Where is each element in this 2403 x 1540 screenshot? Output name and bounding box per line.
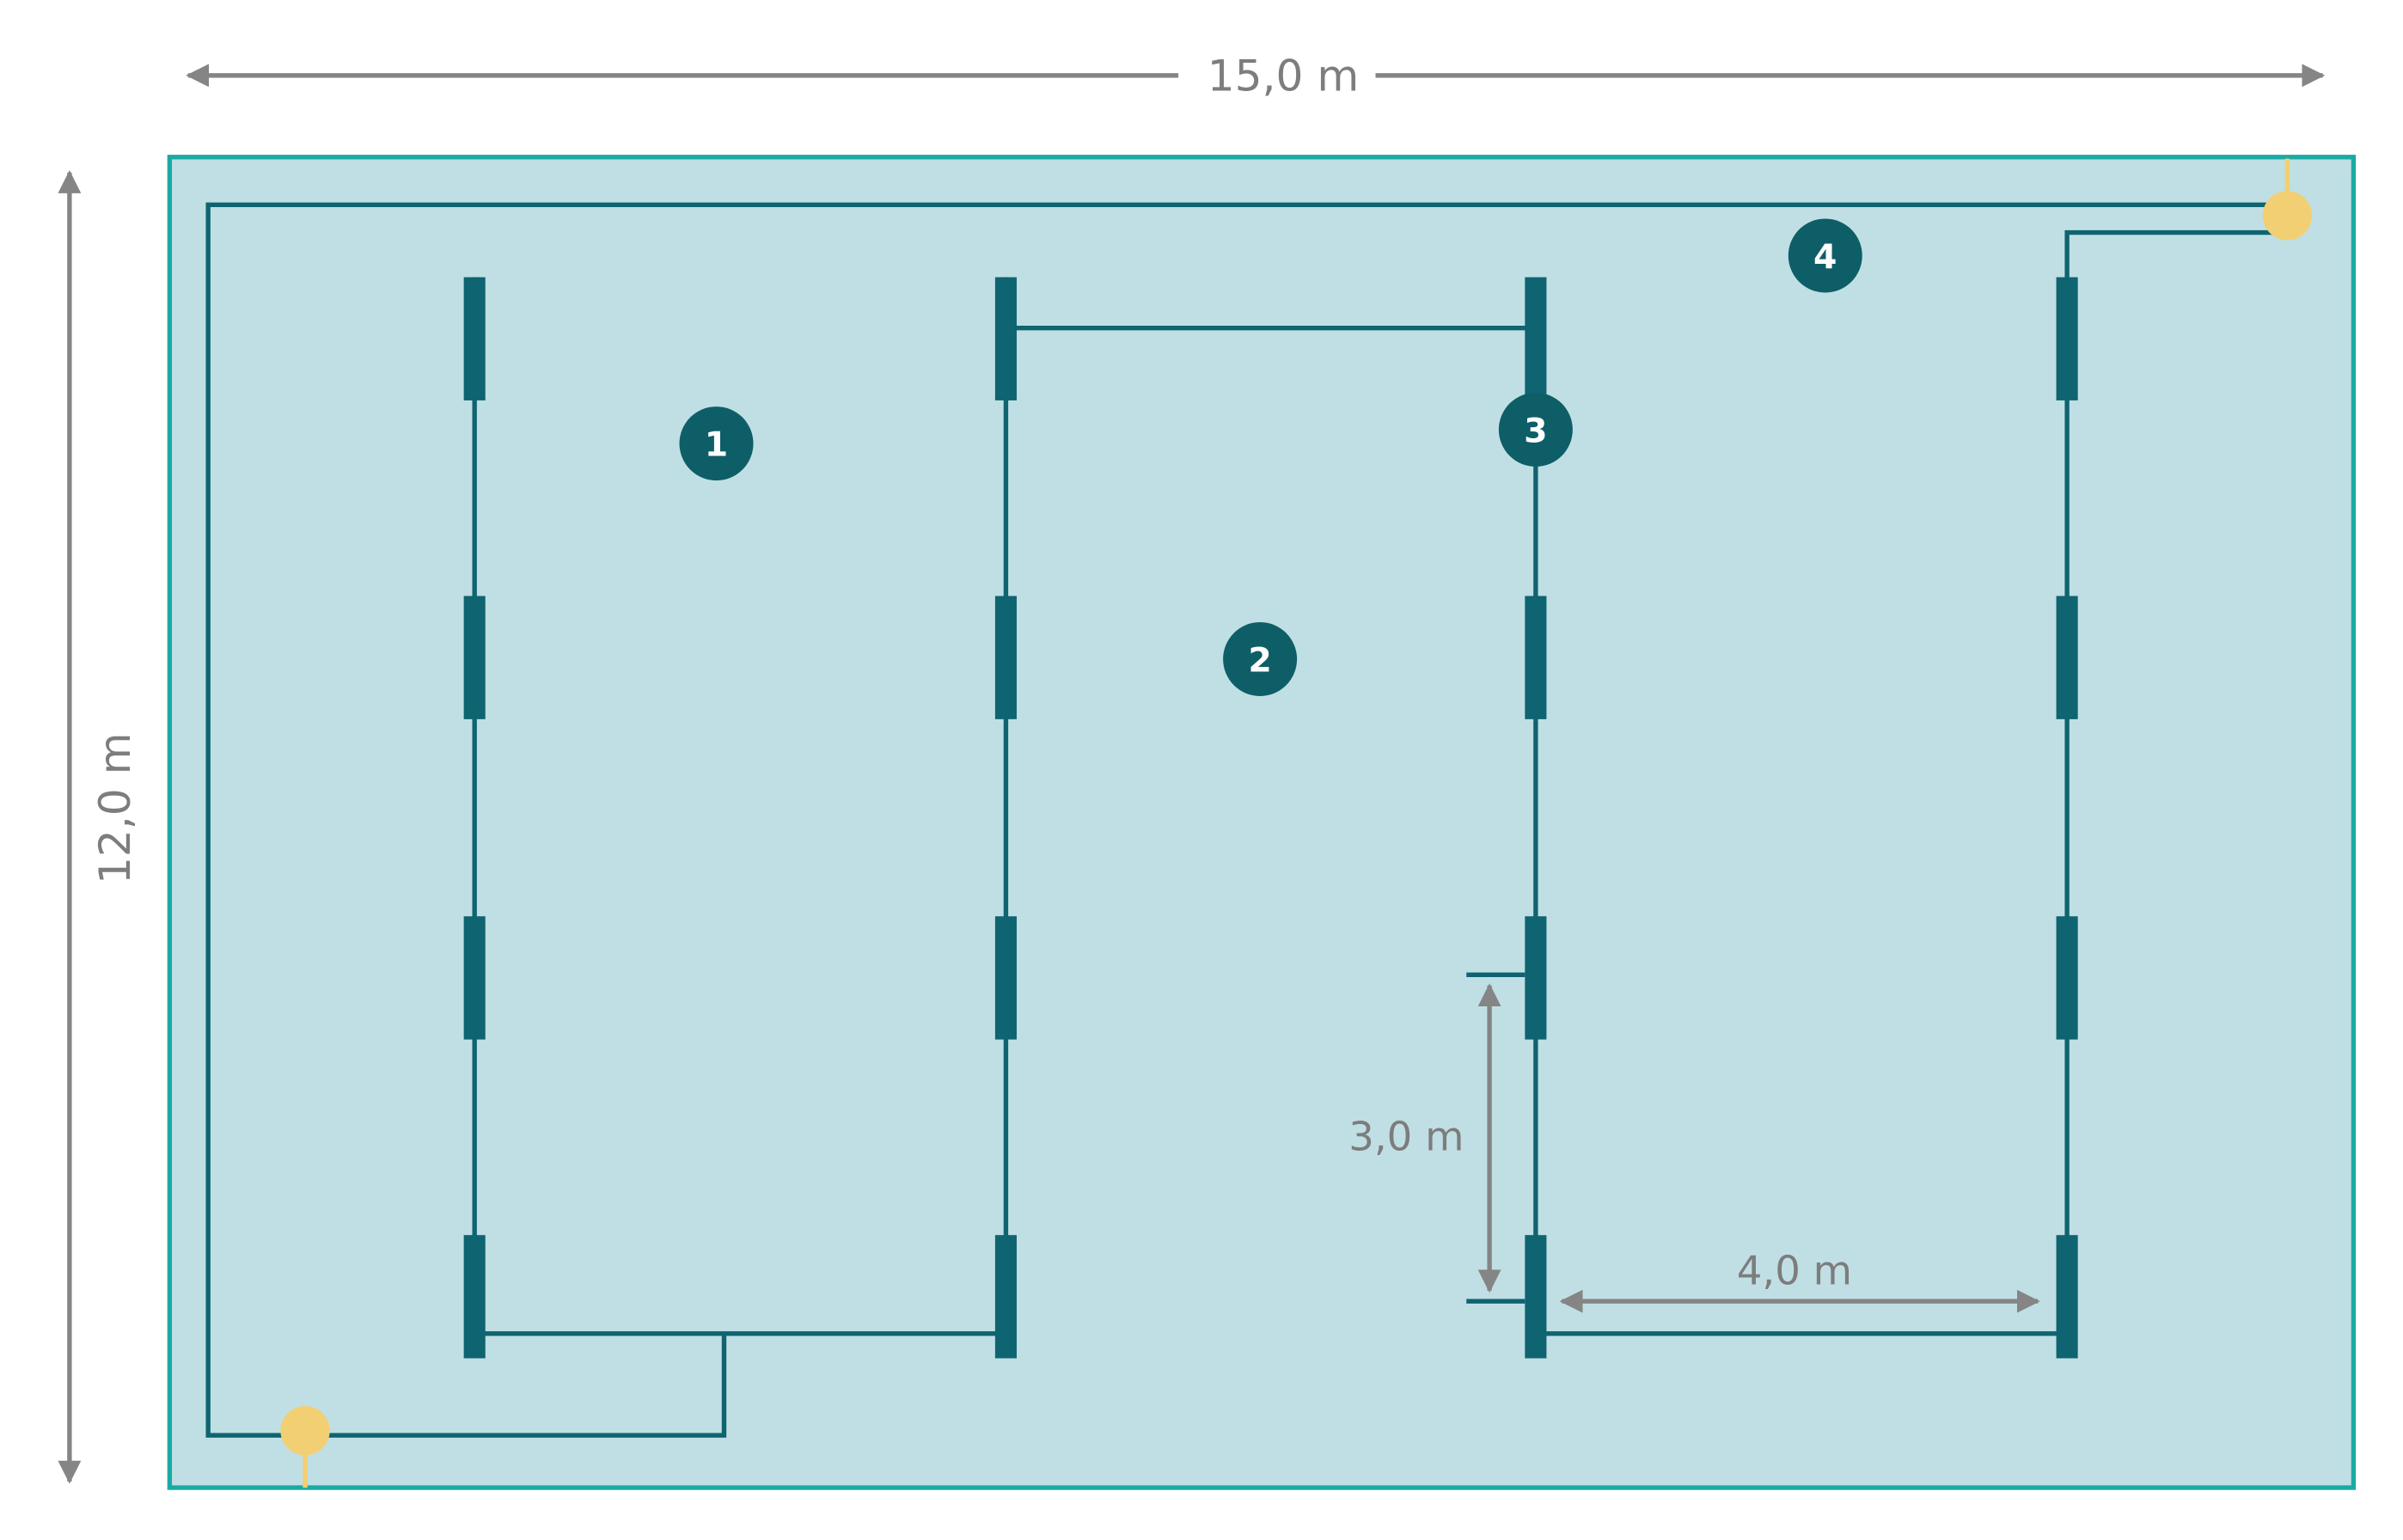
zone-marker-3: 3 [1498,392,1573,467]
zone-marker-4: 4 [1788,218,1862,293]
svg-text:3: 3 [1524,411,1547,450]
svg-text:2: 2 [1248,640,1271,680]
horizontal-spacing-dimension: 4,0 m [1559,1248,2040,1313]
width-dimension: 15,0 m [186,51,2326,101]
water-connector-top [2262,158,2313,241]
svg-text:4: 4 [1813,237,1837,277]
svg-text:1: 1 [705,425,728,464]
vertical-spacing-dimension: 3,0 m [1348,972,1526,1304]
horizontal-spacing-label: 4,0 m [1737,1248,1852,1294]
sprinkler-group [463,277,2078,1359]
width-label: 15,0 m [1208,51,1359,101]
vertical-spacing-label: 3,0 m [1348,1114,1464,1160]
zone-marker-2: 2 [1223,621,1298,696]
zone-marker-1: 1 [679,406,754,481]
height-dimension: 12,0 m [58,170,140,1484]
field-area [167,155,2357,1490]
water-connector-bottom [280,1406,330,1488]
height-label: 12,0 m [89,733,140,884]
